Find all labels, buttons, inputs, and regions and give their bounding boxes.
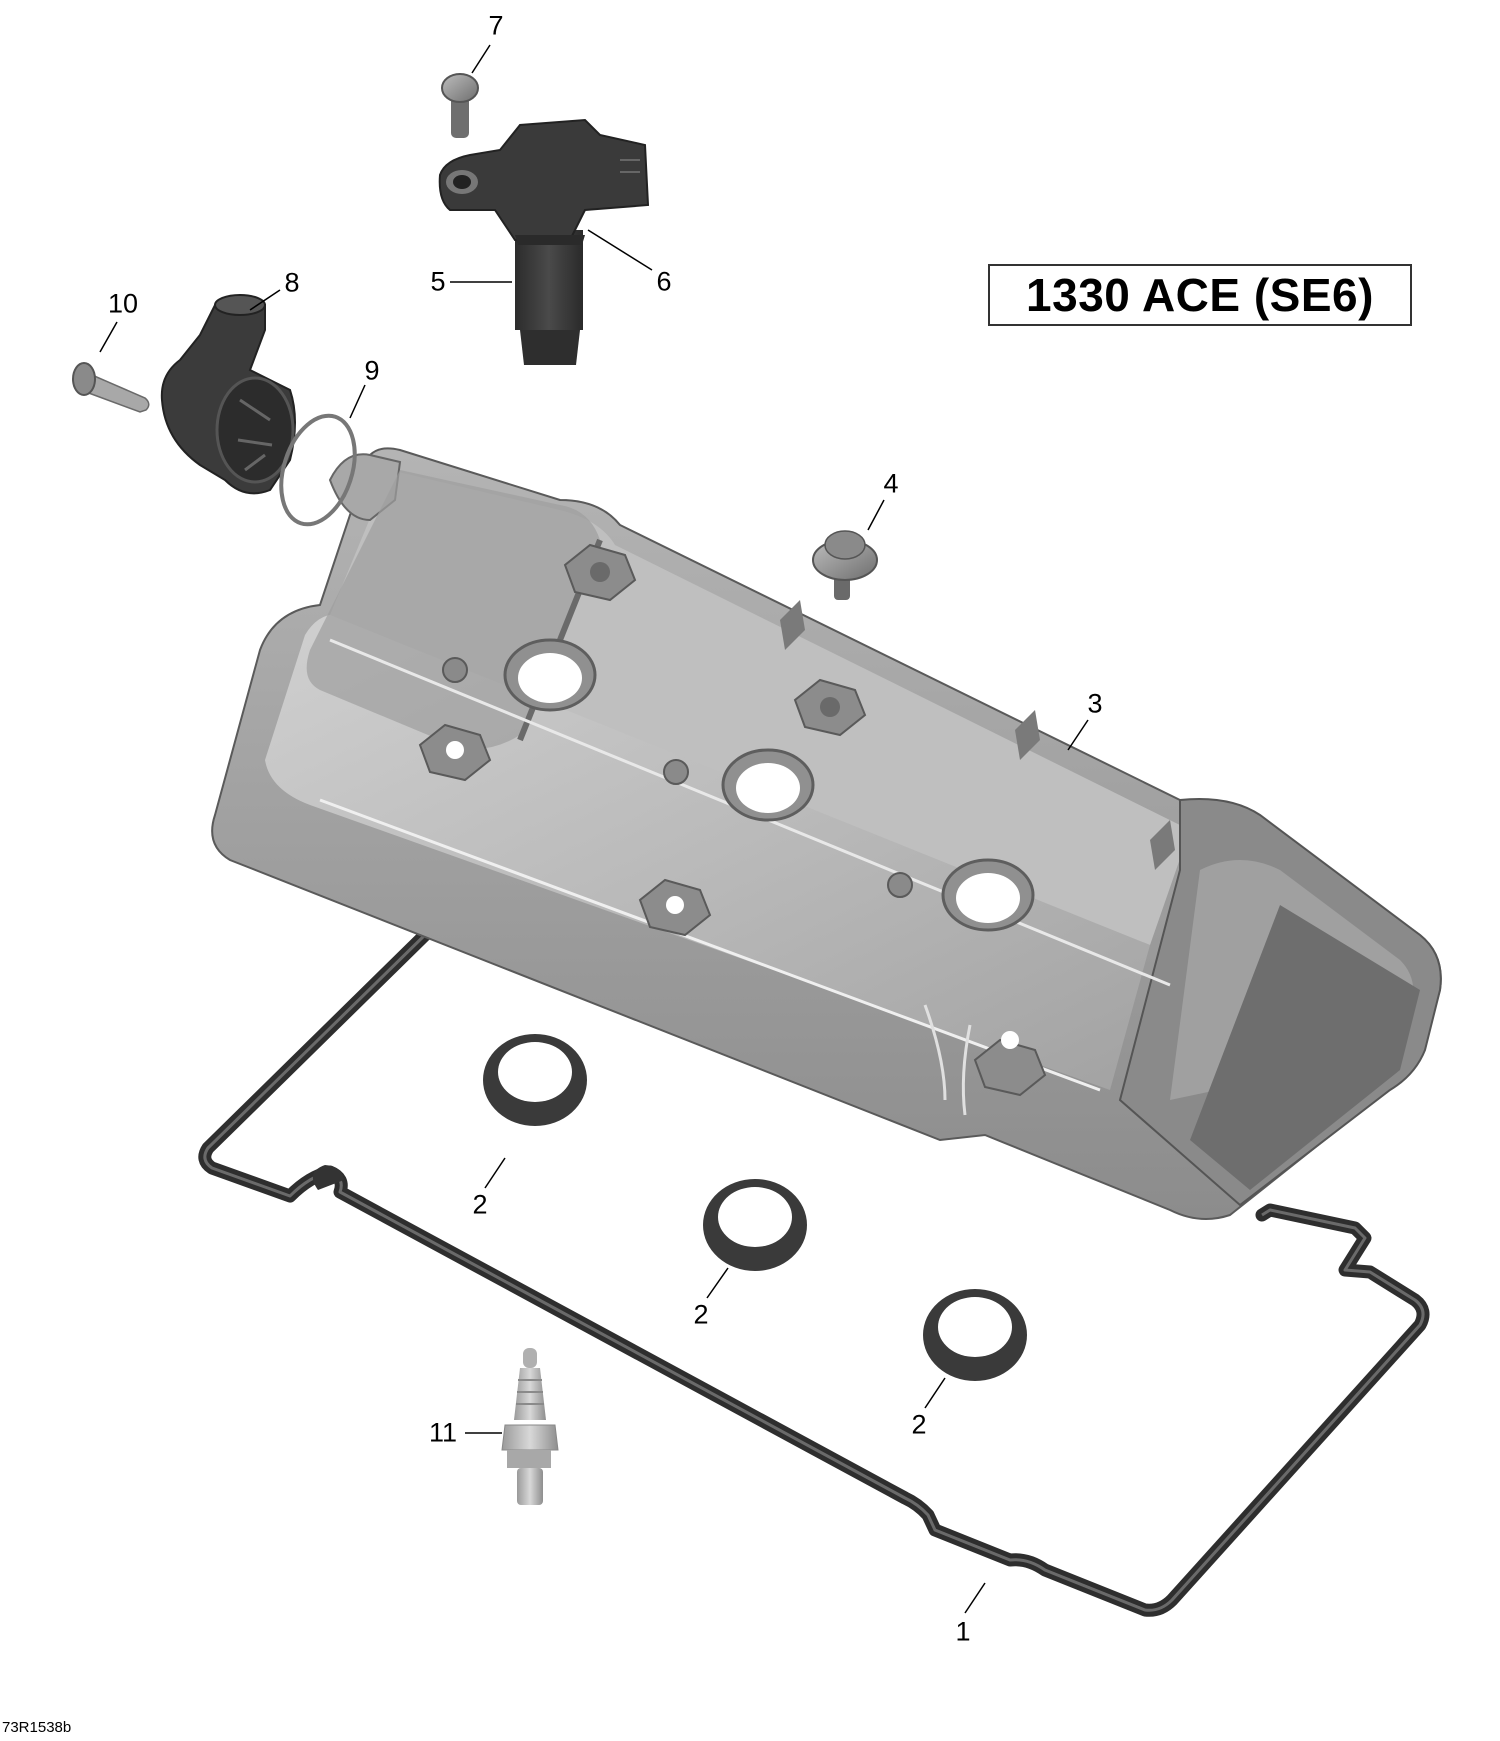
leader-lines [99,44,1089,1614]
callout-3[interactable]: 3 [1087,688,1103,719]
bolt-boss [793,678,867,737]
ignition-coil[interactable] [438,118,650,365]
bolt-boss [638,878,712,937]
bolt-boss [563,543,637,602]
callout-10[interactable]: 10 [107,288,139,319]
spark-plug-hole [503,638,597,712]
callout-5[interactable]: 5 [430,266,446,297]
spark-plug[interactable] [501,1348,559,1505]
callout-11[interactable]: 11 [428,1417,458,1448]
callout-7[interactable]: 7 [488,10,504,41]
callout-8[interactable]: 8 [284,267,300,298]
spark-plug-tube-seal[interactable] [703,1179,807,1271]
callout-6[interactable]: 6 [656,266,672,297]
spark-plug-hole [721,748,815,822]
callout-4[interactable]: 4 [883,468,899,499]
bolt-boss [973,1031,1047,1097]
valve-cover-gasket[interactable] [198,923,1430,1617]
callout-9[interactable]: 9 [364,355,380,386]
model-title: 1330 ACE (SE6) [1026,269,1374,321]
ignition-coil-screw[interactable] [441,73,479,138]
model-title-box: 1330 ACE (SE6) [988,264,1412,326]
spark-plug-tube-seal[interactable] [923,1289,1027,1381]
valve-cover[interactable] [211,447,1442,1220]
valve-cover-bolt[interactable] [812,530,878,600]
callout-2[interactable]: 2 [911,1409,927,1440]
spark-plug-tube-seal[interactable] [483,1034,587,1126]
spark-plug-hole [941,858,1035,932]
drawing-id: 73R1538b [2,1719,72,1736]
callout-2[interactable]: 2 [693,1299,709,1330]
callout-2[interactable]: 2 [472,1189,488,1220]
housing-screw[interactable] [72,362,150,413]
callout-1[interactable]: 1 [955,1616,971,1647]
ignition-coil-seal[interactable] [515,235,585,245]
bolt-boss [418,723,492,782]
thermostat-housing[interactable] [160,294,296,495]
o-ring[interactable] [268,406,367,534]
